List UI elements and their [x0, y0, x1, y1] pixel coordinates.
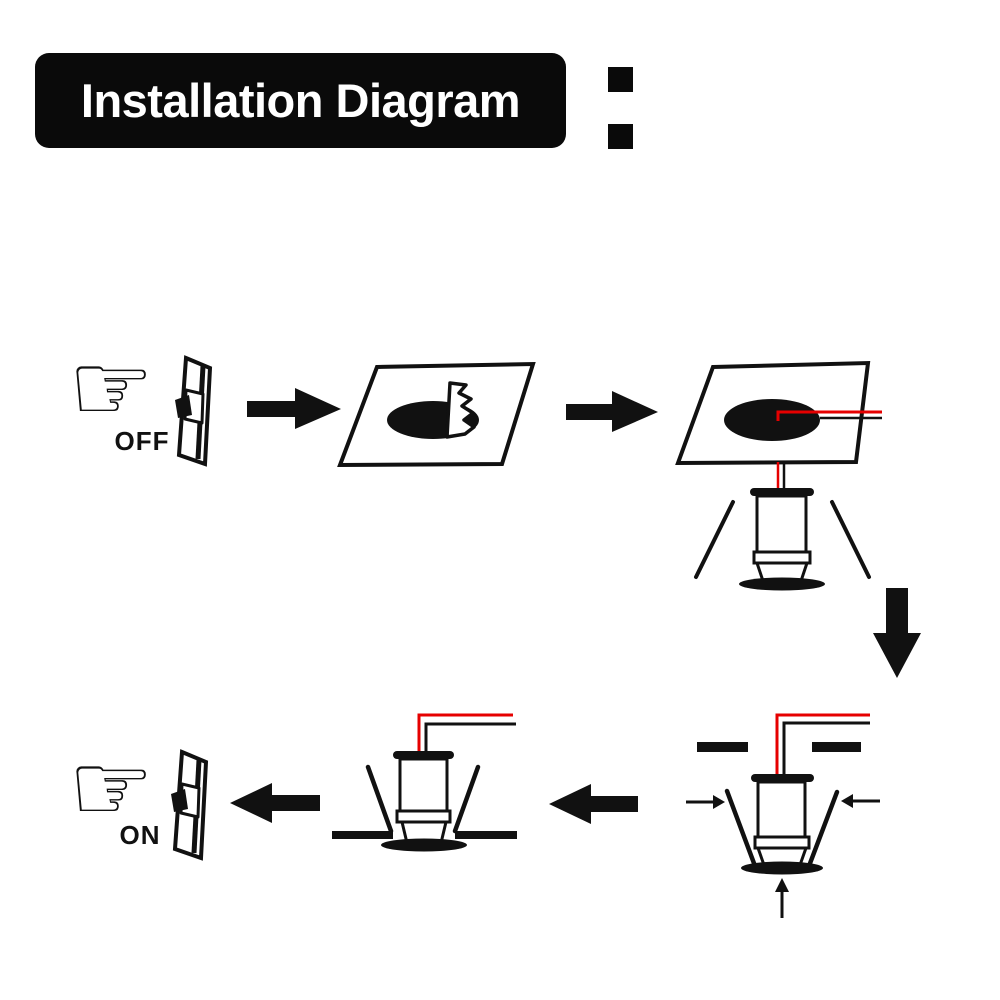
ceiling-section-right	[812, 742, 861, 752]
colon-square-bottom	[608, 124, 633, 149]
fixture-cap	[393, 751, 454, 759]
ceiling-section-right	[455, 831, 517, 839]
spring-clip-right	[452, 764, 481, 834]
switch-on-label: ON	[119, 820, 161, 850]
fixture-body	[756, 780, 807, 839]
live-wire-red	[776, 410, 882, 421]
saw-blade-icon	[445, 381, 476, 439]
title-banner: Installation Diagram	[35, 53, 566, 148]
switch-toggle-lever	[171, 789, 188, 812]
ceiling-section-left	[697, 742, 748, 752]
fixture-flange	[739, 577, 825, 591]
fixture-flange	[381, 838, 467, 852]
pointing-hand-icon: ☞	[68, 732, 155, 844]
colon-square-top	[608, 67, 633, 92]
spring-clip-left	[365, 764, 394, 834]
switch-toggle-lever	[175, 395, 192, 418]
fixture-body	[398, 757, 449, 813]
arrow-right-icon	[247, 388, 341, 429]
arrow-left-icon	[549, 784, 638, 824]
step-cut-ceiling-hole	[337, 361, 536, 468]
fixture-flange	[741, 861, 823, 875]
fixture-cap	[750, 488, 814, 496]
fixture-body	[755, 494, 808, 554]
arrow-right-icon	[566, 391, 658, 432]
neutral-wire-black	[424, 722, 516, 753]
arrow-inward-left-icon	[686, 795, 725, 809]
switch-off-label: OFF	[114, 426, 170, 456]
step-connect-wires	[675, 360, 882, 591]
ceiling-section-left	[332, 831, 393, 839]
downlight-fixture	[724, 774, 840, 875]
fixture-band	[395, 809, 452, 824]
step-power-off-switch	[175, 355, 213, 467]
step-insert-fixture	[686, 713, 880, 918]
spring-clip-left	[724, 788, 758, 869]
arrow-left-icon	[230, 783, 320, 823]
step-fixture-installed	[332, 713, 517, 852]
spring-clip-right	[806, 789, 840, 869]
downlight-fixture-hanging	[694, 488, 871, 591]
fixture-band	[753, 835, 811, 850]
cutout-hole	[724, 399, 820, 441]
fixture-cap	[751, 774, 814, 782]
arrow-inward-right-icon	[841, 794, 880, 808]
arrow-down-icon	[873, 588, 921, 678]
spring-clip-right	[830, 500, 871, 579]
arrow-up-icon	[775, 878, 789, 918]
live-wire-red	[417, 713, 513, 753]
page-title: Installation Diagram	[80, 74, 521, 127]
spring-clip-left	[694, 500, 735, 579]
neutral-wire-black	[782, 721, 870, 778]
fixture-band	[752, 550, 812, 565]
pointing-hand-icon: ☞	[68, 332, 155, 444]
live-wire-red	[775, 713, 870, 778]
step-power-on-switch	[171, 749, 209, 861]
